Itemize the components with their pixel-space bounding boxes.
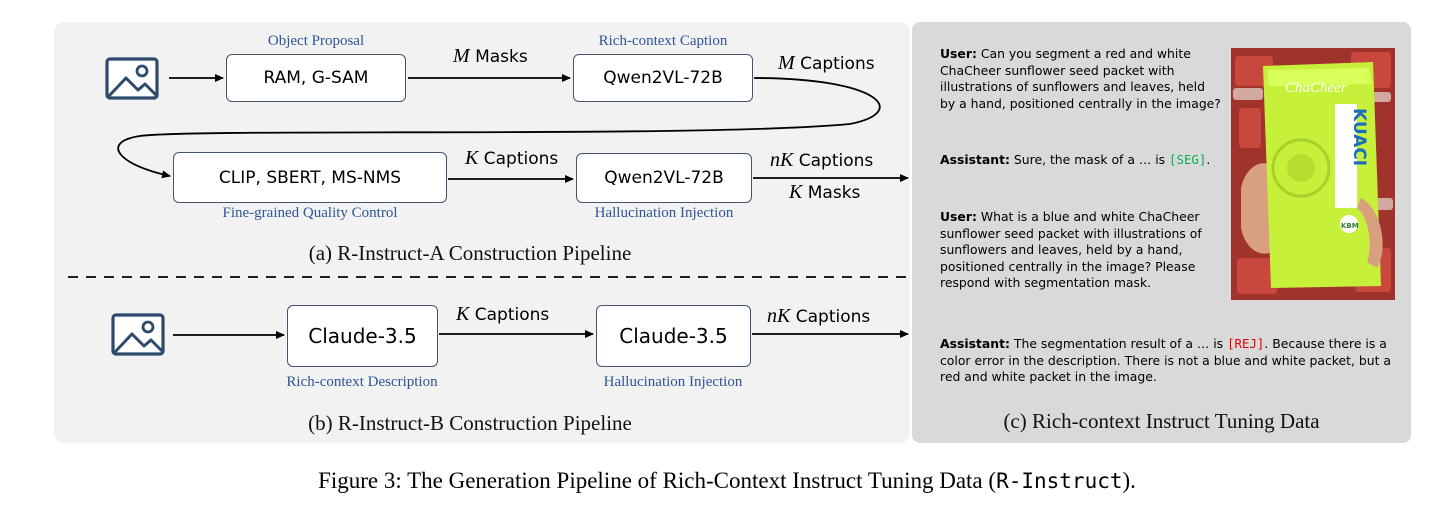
edge-m-masks: M Masks: [453, 45, 528, 67]
svg-text:ChaCheer: ChaCheer: [1285, 80, 1347, 96]
claude-description-box: Claude-3.5: [287, 305, 438, 367]
claude-halluc-box: Claude-3.5: [596, 305, 751, 367]
dialog-user-1: User: Can you segment a red and white Ch…: [940, 46, 1221, 111]
edge-k-captions-b: K Captions: [456, 303, 550, 325]
label-rich-context-caption: Rich-context Caption: [598, 33, 728, 49]
clip-sbert-box: CLIP, SBERT, MS-NMS: [173, 152, 447, 203]
image-icon: [111, 313, 165, 356]
label-object-proposal: Object Proposal: [267, 33, 365, 49]
svg-text:KUACI: KUACI: [1349, 108, 1369, 166]
label-hallucination-b: Hallucination Injection: [603, 374, 743, 390]
edge-k-captions-a: K Captions: [465, 147, 559, 169]
ram-gsam-box: RAM, G-SAM: [226, 54, 406, 102]
qwen-halluc-box: Qwen2VL-72B: [576, 153, 752, 203]
dialog-assistant-2: Assistant: The segmentation result of a …: [940, 336, 1391, 384]
edge-nk-captions-b: nK Captions: [767, 305, 871, 327]
caption-instruct-data: (c) Rich-context Instruct Tuning Data: [1003, 409, 1320, 433]
label-hallucination-a: Hallucination Injection: [594, 205, 734, 221]
arrow-qwen-to-clip: [117, 77, 881, 179]
pipeline-panel: [54, 22, 910, 443]
rej-token: [REJ]: [1227, 336, 1265, 351]
dialog-assistant-1: Assistant: Sure, the mask of a … is [SEG…: [940, 152, 1211, 167]
seg-token: [SEG]: [1169, 152, 1207, 167]
edge-nk-captions-a: nK Captions: [770, 149, 874, 171]
qwen-caption-box: Qwen2VL-72B: [573, 54, 753, 102]
caption-pipeline-a: (a) R-Instruct-A Construction Pipeline: [308, 241, 632, 265]
svg-text:KBM: KBM: [1341, 222, 1359, 230]
caption-pipeline-b: (b) R-Instruct-B Construction Pipeline: [308, 411, 632, 435]
label-fine-grained: Fine-grained Quality Control: [222, 205, 398, 221]
seed-packet-photo: ChaCheer KUACI KBM: [1231, 48, 1395, 300]
figure-caption: Figure 3: The Generation Pipeline of Ric…: [318, 468, 1136, 493]
dialog-user-2: User: What is a blue and white ChaCheer …: [940, 209, 1202, 290]
edge-k-masks: K Masks: [789, 181, 861, 203]
edge-m-captions: M Captions: [778, 52, 875, 74]
label-rich-description: Rich-context Description: [286, 374, 438, 390]
image-icon: [105, 57, 159, 100]
